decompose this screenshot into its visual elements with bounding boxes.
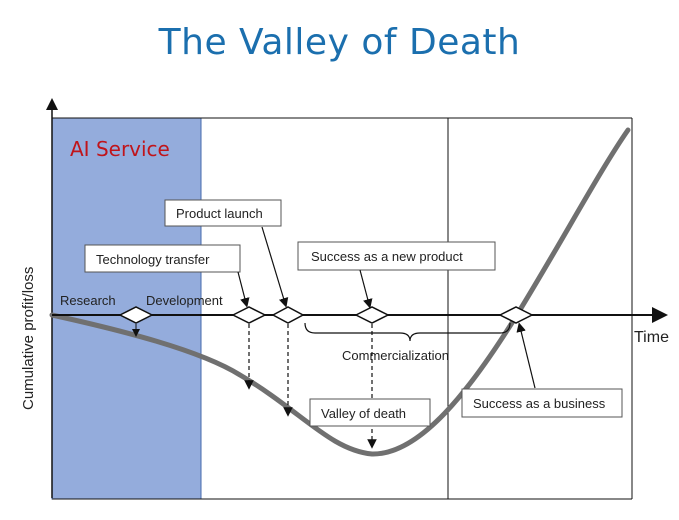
diamond-development-end (231, 306, 267, 324)
success-business-pointer (516, 322, 536, 389)
success-new-product-box (297, 241, 496, 271)
technology-transfer-box (84, 244, 241, 273)
time-axis-label: Time (634, 329, 669, 346)
commercialization-label: Commercialization (342, 348, 449, 363)
success-business-box (461, 388, 623, 418)
valley-of-death-label: Valley of death (321, 406, 406, 421)
product-launch-pointer (261, 226, 289, 308)
diamond-new-product (354, 306, 390, 324)
commercialization-brace (304, 322, 511, 342)
diamond-technology-transfer (118, 306, 154, 324)
y-axis-label: Cumulative profit/loss (20, 267, 37, 410)
diamond-product-launch (271, 306, 305, 324)
page-title: The Valley of Death (158, 22, 521, 63)
technology-transfer-label: Technology transfer (96, 252, 210, 267)
valley-of-death-box (309, 398, 431, 427)
product-launch-box (164, 199, 282, 227)
ai-service-overlay (51, 117, 202, 500)
profit-curve (49, 127, 631, 457)
technology-transfer-pointer (237, 271, 250, 308)
success-business-label: Success as a business (473, 396, 606, 411)
product-launch-label: Product launch (176, 206, 263, 221)
diamond-business (498, 306, 534, 324)
success-new-product-label: Success as a new product (311, 249, 463, 264)
development-label: Development (146, 293, 223, 308)
research-label: Research (60, 293, 116, 308)
success-new-product-pointer (359, 269, 373, 309)
ai-service-label: AI Service (70, 137, 170, 161)
